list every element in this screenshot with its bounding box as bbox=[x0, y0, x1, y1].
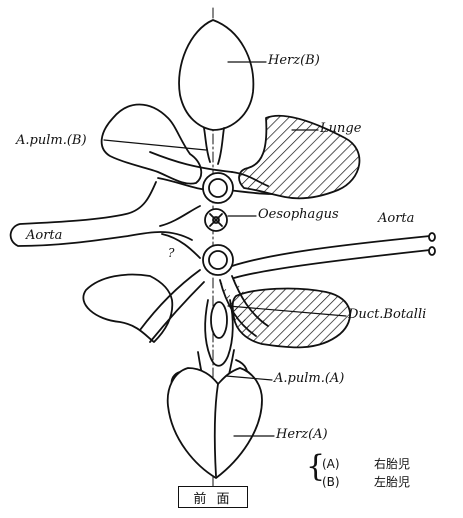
upper-ring-outer bbox=[203, 173, 233, 203]
label-a-pulm-b: A.pulm.(B) bbox=[16, 134, 87, 147]
lower-right-lung bbox=[233, 289, 350, 348]
label-a-pulm-a: A.pulm.(A) bbox=[274, 372, 344, 385]
herz-b bbox=[179, 20, 253, 130]
label-duct-botalli: Duct.Botalli bbox=[348, 308, 426, 321]
label-herz-a: Herz(A) bbox=[276, 428, 328, 441]
aorta-right-vessel bbox=[232, 236, 430, 278]
label-question: ? bbox=[168, 247, 174, 259]
pulm-a-lumen bbox=[211, 302, 227, 338]
legend-key-b: (B) bbox=[322, 476, 340, 488]
aorta-right-end-bottom bbox=[429, 247, 435, 255]
label-aorta-right: Aorta bbox=[378, 212, 414, 225]
front-label: 前 面 bbox=[178, 486, 248, 508]
legend-text-b: 左胎児 bbox=[374, 476, 410, 488]
lower-ring-outer bbox=[203, 245, 233, 275]
label-herz-b: Herz(B) bbox=[268, 54, 320, 67]
aorta-right-end-top bbox=[429, 233, 435, 241]
legend-text-a: 右胎児 bbox=[374, 458, 410, 470]
label-oesophagus: Oesophagus bbox=[258, 208, 339, 221]
herz-b-vessels bbox=[204, 128, 224, 164]
legend-key-a: (A) bbox=[322, 458, 340, 470]
label-aorta-left: Aorta bbox=[26, 229, 62, 242]
label-lunge: Lunge bbox=[320, 122, 361, 135]
